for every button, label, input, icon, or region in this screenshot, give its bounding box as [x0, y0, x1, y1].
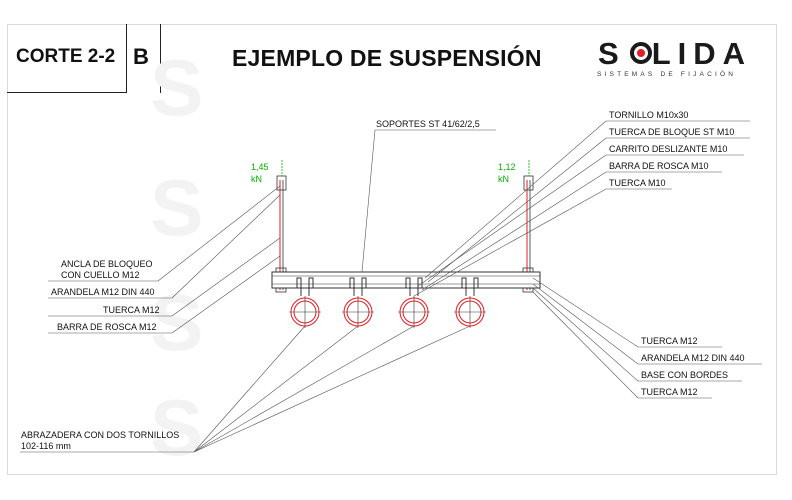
pipe-clamp [454, 277, 486, 328]
right-load-unit: kN [498, 174, 509, 184]
label-tornillo: TORNILLO M10x30 [609, 110, 689, 120]
right-anchor [523, 175, 534, 191]
svg-text:S: S [150, 163, 233, 252]
section-letter: B [133, 44, 149, 69]
watermark: S S S S [150, 43, 233, 472]
left-nut [275, 267, 287, 273]
label-ancla-line2: CON CUELLO M12 [61, 270, 140, 280]
label-tuerca-m10: TUERCA M10 [609, 178, 666, 188]
page-title: EJEMPLO DE SUSPENSIÓN [232, 45, 542, 71]
label-soportes: SOPORTES ST 41/62/2,5 [376, 119, 480, 129]
label-tuerca-left: TUERCA M12 [103, 305, 160, 315]
label-tuerca-right2: TUERCA M12 [641, 387, 698, 397]
svg-text:S: S [150, 383, 233, 472]
label-ancla-line1: ANCLA DE BLOQUEO [61, 259, 153, 269]
logo-tagline: SISTEMAS DE FIJACIÓN [597, 71, 737, 78]
left-anchor [276, 175, 287, 191]
letter-box [127, 24, 161, 93]
label-tuerca-right1: TUERCA M12 [641, 336, 698, 346]
right-nut [522, 267, 534, 273]
label-base: BASE CON BORDES [641, 370, 729, 380]
label-arandela-right: ARANDELA M12 DIN 440 [641, 353, 745, 363]
label-barra-left: BARRA DE ROSCA M12 [57, 322, 157, 332]
label-abrazadera-line2: 102-116 mm [21, 441, 71, 451]
svg-text:S: S [150, 278, 233, 367]
section-label: CORTE 2-2 [16, 46, 116, 67]
label-arandela-left: ARANDELA M12 DIN 440 [51, 287, 155, 297]
left-load-value: 1,45 [251, 162, 269, 172]
logo-o-ring [630, 42, 652, 64]
left-load-unit: kN [251, 174, 262, 184]
pipe-clamps [289, 277, 486, 328]
svg-text:S: S [150, 43, 233, 132]
label-carrito: CARRITO DESLIZANTE M10 [609, 144, 728, 154]
label-abrazadera-line1: ABRAZADERA CON DOS TORNILLOS [21, 430, 180, 440]
label-barra-m10: BARRA DE ROSCA M10 [609, 161, 709, 171]
label-tuerca-bloque: TUERCA DE BLOQUE ST M10 [609, 127, 735, 137]
section-box [7, 24, 127, 93]
right-load-value: 1,12 [498, 162, 516, 172]
logo-red-dot [637, 49, 645, 57]
drawing-frame [7, 24, 777, 475]
leader-lines [20, 120, 762, 453]
